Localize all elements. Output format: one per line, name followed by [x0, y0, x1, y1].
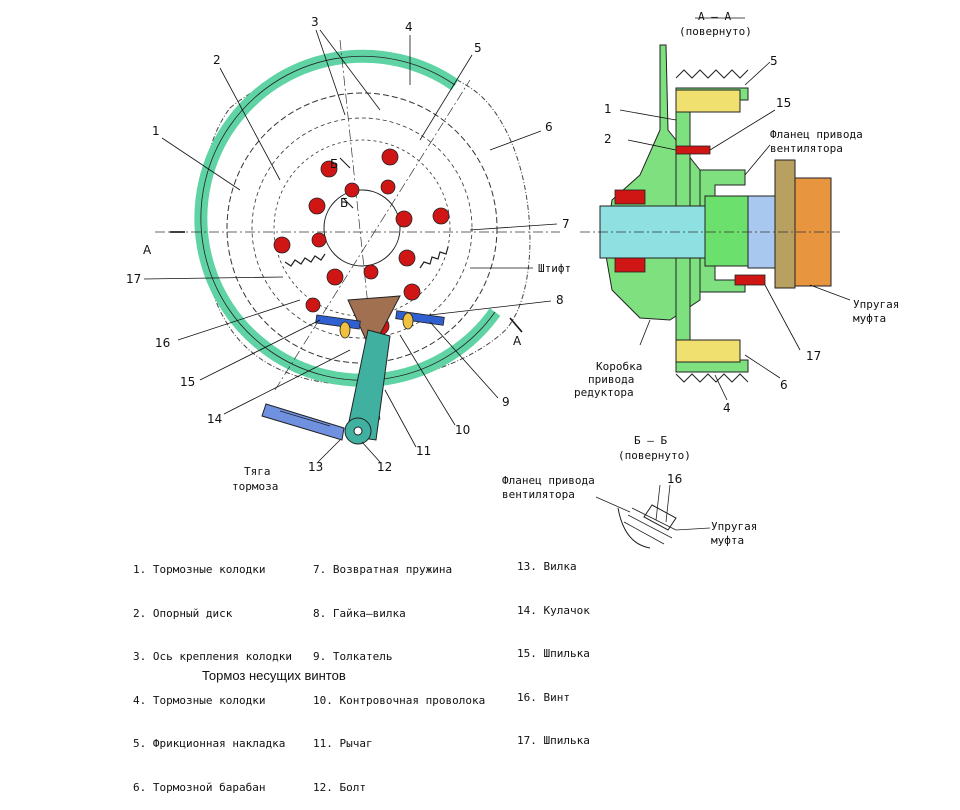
- brake-diagram: 1 2 3 4 5 6 7 8 9 10 11 12 13 14 15 16 1…: [126, 10, 906, 549]
- legend-item: 11. Рычаг: [313, 737, 373, 750]
- callout-9: 9: [502, 395, 510, 409]
- coupling-olive: [774, 159, 796, 289]
- pushrod-left: [315, 314, 361, 330]
- bb-elastic-coupling: Упругая муфта: [711, 520, 764, 547]
- bb-callout-16: 16: [667, 472, 682, 486]
- legend-item: 15. Шпилька: [517, 647, 590, 660]
- callout-11: 11: [416, 444, 431, 458]
- leader-lines: [143, 29, 558, 463]
- section-aa-labels: А – А (повернуто) 5 15 1 2 17 6 4 Фланец…: [574, 10, 906, 415]
- callout-6: 6: [545, 120, 553, 134]
- callout-10: 10: [455, 423, 470, 437]
- pulley-top: [675, 89, 741, 113]
- aa-callout-15: 15: [776, 96, 791, 110]
- stud-15: [675, 145, 711, 155]
- pulley-bottom: [675, 339, 741, 363]
- bb-fan-flange-line-1: Фланец привода: [502, 474, 595, 487]
- coupling-orange: [794, 177, 832, 287]
- callout-16: 16: [155, 336, 170, 350]
- aa-gearbox: Коробка привода редуктора: [574, 360, 649, 399]
- legend-item: 7. Возвратная пружина: [313, 563, 453, 576]
- callout-13: 13: [308, 460, 323, 474]
- legend-item: 12. Болт: [313, 780, 366, 794]
- legend-item: 13. Вилка: [517, 560, 577, 573]
- callout-4: 4: [405, 20, 413, 34]
- front-view: [155, 39, 560, 445]
- aa-elastic-coupling-line-2: муфта: [853, 312, 886, 325]
- legend-item: 14. Кулачок: [517, 603, 590, 617]
- legend-item: 9. Толкатель: [313, 650, 393, 663]
- hub-circle: [323, 189, 401, 267]
- brake-rod-label-line-1: Тяга: [244, 465, 271, 478]
- legend-item: 2. Опорный диск: [133, 606, 233, 620]
- callout-8: 8: [556, 293, 564, 307]
- bb-fan-flange: Фланец привода вентилятора: [502, 474, 601, 501]
- bb-elastic-coupling-line-2: муфта: [711, 534, 744, 547]
- callout-17: 17: [126, 272, 141, 286]
- section-bb-subtitle: (повернуто): [618, 449, 691, 462]
- stud-17: [734, 274, 766, 286]
- section-mark-a-right: А: [513, 334, 522, 348]
- figure-caption: Тормоз несущих винтов: [202, 668, 346, 683]
- hub-bolts: [273, 148, 450, 336]
- bb-flange-outline: [617, 507, 651, 549]
- callout-2: 2: [213, 53, 221, 67]
- aa-gearbox-line-1: Коробка: [596, 360, 642, 373]
- brake-rod: [261, 403, 345, 441]
- legend-item: 17. Шпилька: [517, 734, 590, 747]
- bb-fan-flange-line-2: вентилятора: [502, 488, 575, 501]
- callout-3: 3: [311, 15, 319, 29]
- callout-5: 5: [474, 41, 482, 55]
- legend-item: 16. Винт: [517, 690, 570, 704]
- aa-gearbox-line-3: редуктора: [574, 386, 634, 399]
- legend-item: 4. Тормозные колодки: [133, 693, 266, 707]
- aa-gearbox-line-2: привода: [588, 373, 634, 386]
- section-aa-title: А – А: [698, 10, 731, 23]
- legend-item: 1. Тормозные колодки: [133, 563, 266, 576]
- callout-14: 14: [207, 412, 222, 426]
- callouts-front: 1 2 3 4 5 6 7 8 9 10 11 12 13 14 15 16 1…: [126, 15, 571, 474]
- brake-rod-label: Тяга тормоза: [232, 465, 278, 493]
- callout-15: 15: [180, 375, 195, 389]
- section-bb-view: [595, 484, 711, 549]
- legend-item: 8. Гайка–вилка: [313, 606, 406, 620]
- section-bb-title: Б – Б: [634, 434, 667, 447]
- legend-item: 10. Контровочная проволока: [313, 693, 486, 707]
- aa-fan-flange-line-2: вентилятора: [770, 142, 843, 155]
- aa-fan-flange: Фланец привода вентилятора: [770, 128, 869, 155]
- callout-7: 7: [562, 217, 570, 231]
- aa-callout-5: 5: [770, 54, 778, 68]
- section-aa-view: [580, 44, 840, 383]
- leader-lines-aa: [619, 17, 851, 401]
- section-mark-b-top: Б: [330, 157, 338, 171]
- pin-label: Штифт: [538, 262, 571, 275]
- aa-callout-6: 6: [780, 378, 788, 392]
- brake-rod-label-line-2: тормоза: [232, 480, 278, 493]
- legend-item: 5. Фрикционная накладка: [133, 737, 286, 750]
- section-mark-a-left: А: [143, 243, 152, 257]
- section-aa-subtitle: (повернуто): [679, 25, 752, 38]
- legend-col-3: 13. Вилка 14. Кулачок 15. Шпилька 16. Ви…: [517, 531, 590, 763]
- bb-elastic-coupling-line-1: Упругая: [711, 520, 757, 533]
- return-spring: [284, 253, 326, 267]
- aa-callout-17: 17: [806, 349, 821, 363]
- aa-callout-1: 1: [604, 102, 612, 116]
- callout-1: 1: [152, 124, 160, 138]
- callout-12: 12: [377, 460, 392, 474]
- legend-item: 6. Тормозной барабан: [133, 780, 266, 794]
- legend-item: 3. Ось крепления колодки: [133, 650, 292, 663]
- section-bb-labels: Б – Б (повернуто) 16 Фланец привода вент…: [502, 434, 764, 547]
- aa-fan-flange-line-1: Фланец привода: [770, 128, 863, 141]
- lever: [345, 329, 391, 441]
- aa-callout-4: 4: [723, 401, 731, 415]
- support-plate-outline: [200, 60, 531, 386]
- aa-elastic-coupling: Упругая муфта: [853, 298, 906, 325]
- section-mark-b-mid: Б: [340, 196, 348, 210]
- aa-callout-2: 2: [604, 132, 612, 146]
- aa-elastic-coupling-line-1: Упругая: [853, 298, 899, 311]
